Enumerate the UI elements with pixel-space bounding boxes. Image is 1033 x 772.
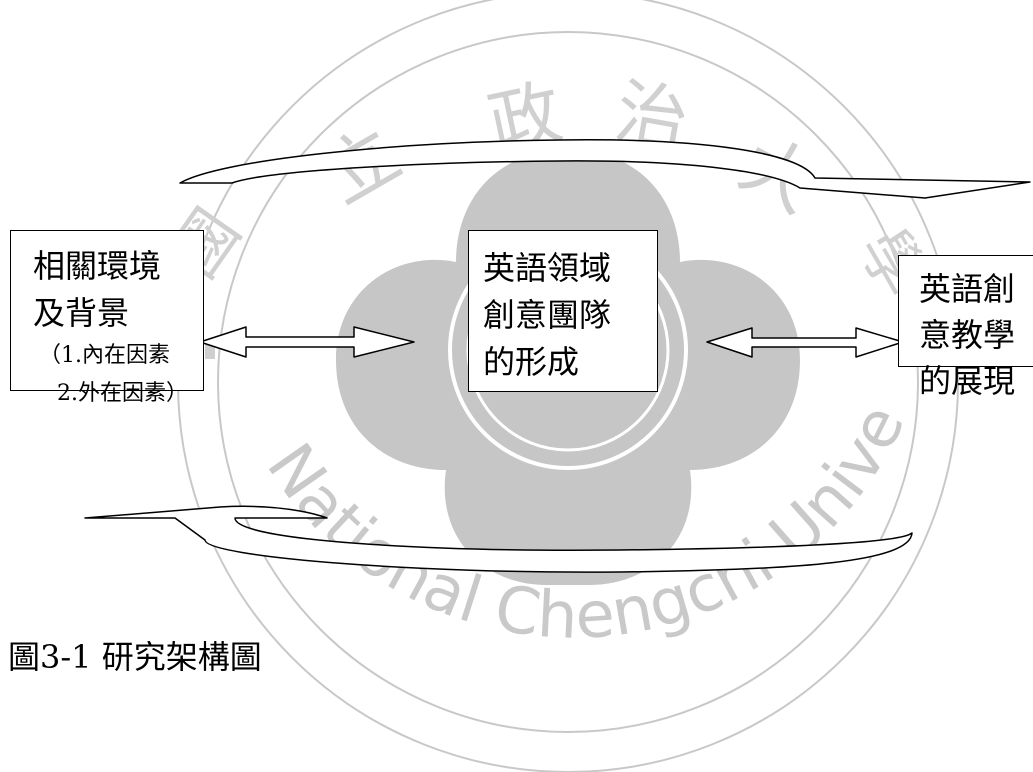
- context-box-external-factors: 2.外在因素）: [57, 381, 188, 406]
- figure-caption: 圖3-1 研究架構圖: [8, 638, 262, 676]
- bottom-curved-arrow: [84, 505, 913, 573]
- context-background-box: 相關環境 及背景 （1.內在因素 2.外在因素）: [10, 230, 204, 406]
- team-box-line-3: 的形成: [483, 343, 580, 381]
- seal-inner-ring: [217, 31, 919, 733]
- top-curved-arrow: [179, 139, 1031, 199]
- teaching-box-line-3: 的展現: [919, 362, 1016, 400]
- team-box-line-2: 創意團隊: [483, 296, 612, 334]
- teaching-box-line-1: 英語創: [919, 270, 1016, 308]
- team-box-line-1: 英語領域: [483, 249, 612, 287]
- creative-teaching-box: 英語創 意教學 的展現: [898, 255, 1033, 400]
- left-double-arrow: [199, 326, 415, 358]
- right-double-arrow: [706, 327, 904, 358]
- teaching-box-line-2: 意教學: [919, 316, 1016, 354]
- context-box-line-2: 及背景: [33, 294, 130, 332]
- context-box-internal-factors: （1.內在因素: [39, 343, 170, 368]
- team-formation-box: 英語領域 創意團隊 的形成: [468, 230, 658, 392]
- context-box-line-1: 相關環境: [33, 247, 162, 285]
